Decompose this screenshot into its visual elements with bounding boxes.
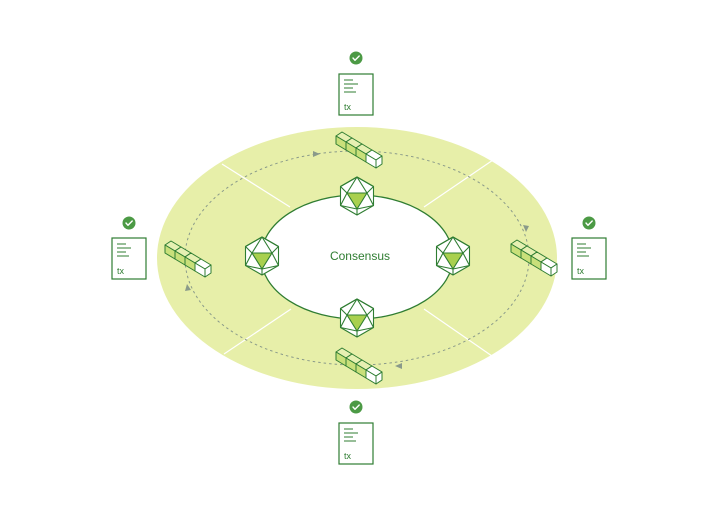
transaction-top: tx [338, 50, 374, 116]
check-icon [348, 50, 364, 66]
transaction-bottom: tx [338, 399, 374, 465]
flow-arrow-icon [395, 363, 402, 369]
check-icon [121, 215, 137, 231]
flow-arrow-icon [185, 284, 191, 291]
tx-label: tx [117, 266, 125, 276]
flow-arrow-icon [523, 225, 529, 232]
check-icon [581, 215, 597, 231]
check-icon [348, 399, 364, 415]
flow-arrow-icon [313, 151, 320, 157]
tx-label: tx [344, 102, 352, 112]
tx-label: tx [577, 266, 585, 276]
transaction-right: tx [571, 215, 607, 280]
center-label: Consensus [330, 249, 390, 263]
tx-label: tx [344, 451, 352, 461]
transaction-left: tx [111, 215, 147, 280]
ring-dividers [221, 159, 494, 357]
